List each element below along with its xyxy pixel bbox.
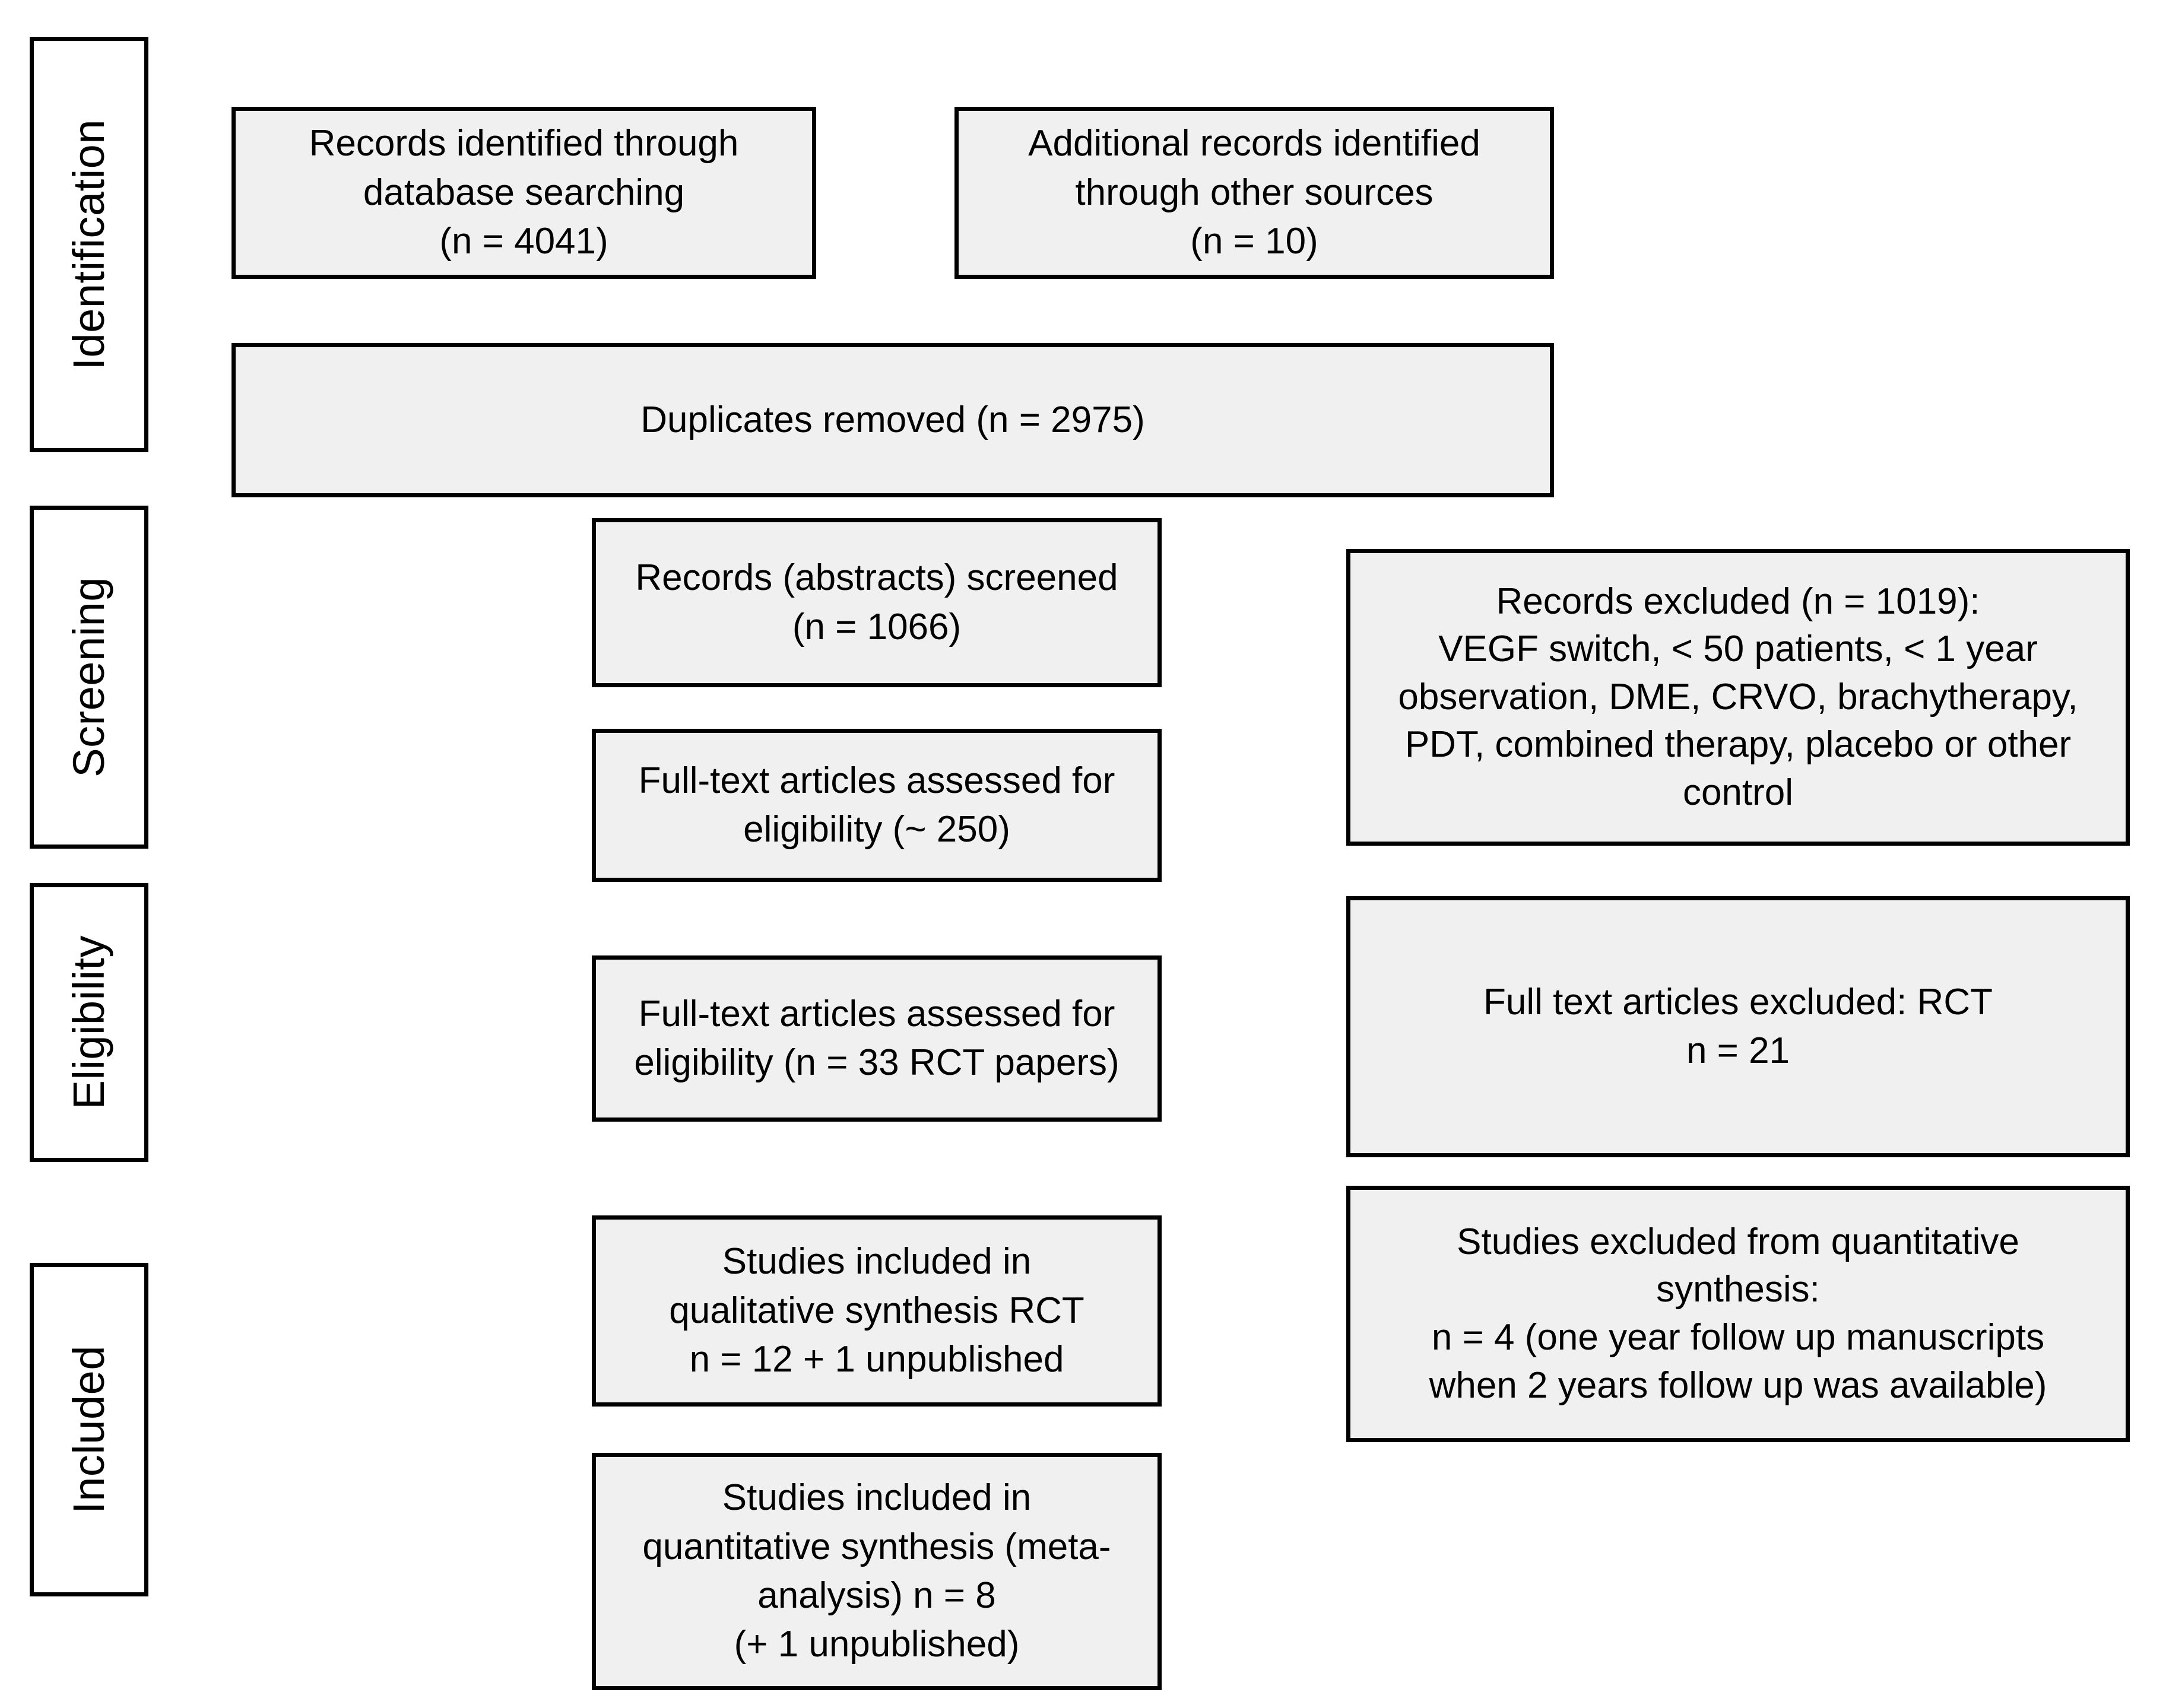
stage-label-included: Included xyxy=(64,1345,113,1514)
box-quantitative-included-text: Studies included in quantitative synthes… xyxy=(642,1477,1111,1665)
stage-label-eligibility: Eligibility xyxy=(64,935,113,1110)
stage-box-screening: Screening xyxy=(30,506,148,849)
box-records-screened: Records (abstracts) screened (n = 1066) xyxy=(592,518,1162,687)
box-duplicates-removed: Duplicates removed (n = 2975) xyxy=(231,343,1554,497)
stage-box-included: Included xyxy=(30,1263,148,1596)
stage-box-eligibility: Eligibility xyxy=(30,883,148,1162)
box-quantitative-excluded: Studies excluded from quantitative synth… xyxy=(1346,1186,2130,1442)
box-quantitative-included: Studies included in quantitative synthes… xyxy=(592,1453,1162,1690)
box-fulltext-excluded-rct-text: Full text articles excluded: RCT n = 21 xyxy=(1483,981,1993,1071)
box-additional-records-text: Additional records identified through ot… xyxy=(1028,123,1480,262)
box-qualitative-included-text: Studies included in qualitative synthesi… xyxy=(669,1241,1084,1380)
box-additional-records: Additional records identified through ot… xyxy=(954,107,1554,279)
box-records-identified: Records identified through database sear… xyxy=(231,107,816,279)
stage-label-screening: Screening xyxy=(64,577,113,777)
stage-label-identification: Identification xyxy=(64,119,113,370)
stage-box-identification: Identification xyxy=(30,37,148,452)
box-fulltext-assessed-33-text: Full-text articles assessed for eligibil… xyxy=(634,993,1120,1083)
box-fulltext-assessed-33: Full-text articles assessed for eligibil… xyxy=(592,955,1162,1122)
box-qualitative-included: Studies included in qualitative synthesi… xyxy=(592,1215,1162,1407)
box-records-excluded-text: Records excluded (n = 1019): VEGF switch… xyxy=(1398,580,2078,813)
box-fulltext-assessed-250-text: Full-text articles assessed for eligibil… xyxy=(638,760,1115,850)
box-fulltext-assessed-250: Full-text articles assessed for eligibil… xyxy=(592,729,1162,882)
box-quantitative-excluded-text: Studies excluded from quantitative synth… xyxy=(1429,1221,2047,1406)
box-records-screened-text: Records (abstracts) screened (n = 1066) xyxy=(635,557,1118,647)
box-fulltext-excluded-rct: Full text articles excluded: RCT n = 21 xyxy=(1346,896,2130,1157)
box-records-excluded: Records excluded (n = 1019): VEGF switch… xyxy=(1346,549,2130,846)
box-duplicates-removed-text: Duplicates removed (n = 2975) xyxy=(640,399,1145,440)
box-records-identified-text: Records identified through database sear… xyxy=(309,123,739,262)
